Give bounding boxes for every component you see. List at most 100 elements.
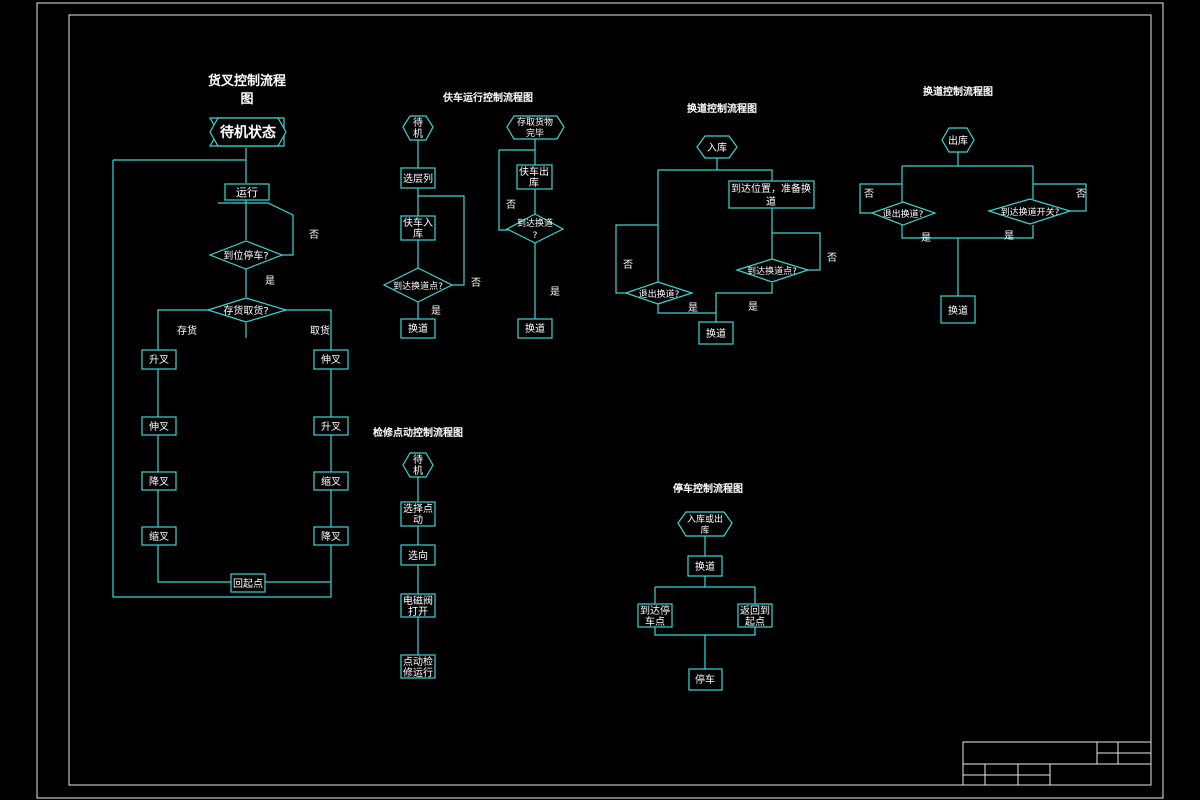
out-yes-right: 是 bbox=[1004, 230, 1014, 242]
fork-title: 货叉控制流程 bbox=[208, 73, 286, 89]
jog-start bbox=[402, 452, 434, 478]
step-box bbox=[313, 349, 349, 370]
lane-right-question: 到达换道点? bbox=[747, 265, 797, 277]
lane-yes-right: 是 bbox=[748, 301, 758, 313]
jog-title: 检修点动控制流程图 bbox=[373, 426, 463, 439]
fork-stop-question: 到位停车? bbox=[223, 249, 268, 262]
lane-no-right: 否 bbox=[827, 252, 837, 264]
park-start-l1: 入库或出 bbox=[687, 513, 723, 525]
park-start bbox=[677, 511, 733, 537]
lane-start-label: 入库 bbox=[707, 141, 727, 154]
out-left-question: 退出换道? bbox=[883, 208, 924, 220]
fork-stop-no: 否 bbox=[309, 229, 319, 241]
lane-title: 换道控制流程图 bbox=[687, 102, 757, 115]
run-c1-no: 否 bbox=[471, 277, 481, 289]
jog-step1-l2: 动 bbox=[413, 514, 423, 526]
jog-step2: 选向 bbox=[408, 549, 428, 562]
jog-step4-l1: 点动检 bbox=[403, 655, 433, 668]
park-lane-box bbox=[687, 555, 723, 577]
step-box bbox=[141, 471, 177, 491]
out-no-left: 否 bbox=[864, 188, 874, 200]
step-label: 伸叉 bbox=[149, 421, 169, 433]
run-c1-end: 换道 bbox=[408, 322, 428, 335]
run-c2-start-l2: 完毕 bbox=[526, 127, 544, 139]
run-c2-end: 换道 bbox=[525, 322, 545, 335]
jog-step3-l1: 电磁阀 bbox=[403, 594, 433, 607]
run-c2-decision bbox=[505, 213, 565, 244]
step-box bbox=[141, 349, 177, 370]
fork-control-flowchart: 货叉控制流程 图 待机状态 运行 到位停车? 否 是 存货取货? 存货 取货 升… bbox=[112, 73, 349, 598]
out-start bbox=[941, 127, 975, 153]
park-left-l1: 到达停 bbox=[640, 604, 670, 617]
run-c2-q-l2: ? bbox=[533, 231, 538, 241]
lane-arrive-l2: 道 bbox=[766, 195, 776, 208]
run-c1-decision bbox=[382, 267, 454, 303]
lane-end-box bbox=[698, 321, 734, 345]
park-lane: 换道 bbox=[695, 560, 715, 573]
step-box bbox=[313, 526, 349, 546]
step-label: 缩叉 bbox=[149, 530, 169, 543]
jog-step1-box bbox=[400, 501, 436, 527]
step-box bbox=[313, 416, 349, 436]
jog-step2-box bbox=[400, 544, 436, 566]
park-left-l2: 车点 bbox=[645, 615, 665, 628]
park-left-box bbox=[637, 603, 673, 628]
fork-fetch-label: 取货 bbox=[310, 324, 330, 337]
jog-step3-box bbox=[400, 593, 436, 618]
out-no-right: 否 bbox=[1076, 188, 1086, 200]
run-c1-start-l2: 机 bbox=[413, 127, 423, 140]
park-right-l2: 起点 bbox=[745, 616, 765, 628]
lane-change-inbound-flowchart: 换道控制流程图 入库 到达位置，准备换 道 到达换道点? 否 是 退出换道? 否… bbox=[615, 102, 837, 345]
run-c1-start-l1: 待 bbox=[413, 116, 423, 129]
parking-flowchart: 停车控制流程图 入库或出 库 换道 到达停 车点 返回到 起点 停车 bbox=[637, 482, 773, 691]
step-box bbox=[141, 416, 177, 436]
jog-step1-l1: 选择点 bbox=[403, 502, 433, 515]
fork-run-box bbox=[224, 183, 270, 201]
run-c2-end-box bbox=[517, 318, 553, 339]
step-label: 降叉 bbox=[149, 475, 169, 488]
fork-store-label: 存货 bbox=[177, 324, 197, 337]
fork-return-box bbox=[230, 573, 266, 593]
jog-start-l2: 机 bbox=[413, 464, 423, 477]
jog-step4-l2: 修运行 bbox=[403, 666, 433, 679]
jog-step3-l2: 打开 bbox=[408, 605, 428, 618]
fork-run-label: 运行 bbox=[236, 186, 258, 199]
fork-stop-yes: 是 bbox=[265, 275, 275, 287]
run-c1-in-l2: 库 bbox=[413, 227, 423, 240]
step-label: 伸叉 bbox=[321, 354, 341, 366]
fork-start-hexagon bbox=[209, 117, 287, 147]
lane-yes-left: 是 bbox=[688, 302, 698, 314]
run-c1-start bbox=[402, 115, 434, 141]
fork-start-label: 待机状态 bbox=[220, 124, 276, 141]
run-c1-question: 到达换道点? bbox=[393, 280, 443, 292]
fork-store-steps: 升叉 伸叉 降叉 缩叉 bbox=[141, 349, 177, 546]
park-right-box bbox=[737, 603, 773, 628]
drawing-frame bbox=[36, 2, 1164, 799]
park-end-box bbox=[688, 668, 723, 691]
jog-start-l1: 待 bbox=[413, 453, 423, 466]
lane-right-decision bbox=[735, 258, 810, 283]
run-c1-in-l1: 伕车入 bbox=[403, 216, 433, 229]
park-right-l1: 返回到 bbox=[740, 605, 770, 617]
park-title: 停车控制流程图 bbox=[673, 482, 743, 495]
lane-change-outbound-flowchart: 换道控制流程图 出库 退出换道? 到达换道开关? 否 否 是 是 换道 bbox=[859, 85, 1087, 324]
step-box bbox=[141, 526, 177, 546]
fork-fetch-steps: 伸叉 升叉 缩叉 降叉 bbox=[313, 349, 349, 546]
lane-end-label: 换道 bbox=[706, 327, 726, 340]
run-title: 伕车运行控制流程图 bbox=[442, 91, 533, 104]
jog-step4-box bbox=[400, 654, 436, 679]
run-c1-select: 选层列 bbox=[403, 172, 433, 185]
lane-arrive-box bbox=[728, 180, 815, 209]
run-c2-out-l1: 伕车出 bbox=[519, 165, 549, 178]
fork-title-line2: 图 bbox=[240, 92, 253, 107]
title-block bbox=[962, 741, 1152, 786]
out-end-box bbox=[940, 295, 976, 324]
maintenance-jog-flowchart: 检修点动控制流程图 待 机 选择点 动 选向 电磁阀 打开 点动检 修运行 bbox=[373, 426, 463, 679]
lane-arrive-l1: 到达位置，准备换 bbox=[731, 182, 811, 195]
fork-return-label: 回起点 bbox=[233, 578, 263, 590]
run-c1-end-box bbox=[400, 318, 436, 339]
run-c2-yes: 是 bbox=[550, 286, 560, 298]
out-end-label: 换道 bbox=[948, 304, 968, 317]
run-c1-select-box bbox=[400, 167, 436, 189]
step-label: 升叉 bbox=[149, 354, 169, 366]
